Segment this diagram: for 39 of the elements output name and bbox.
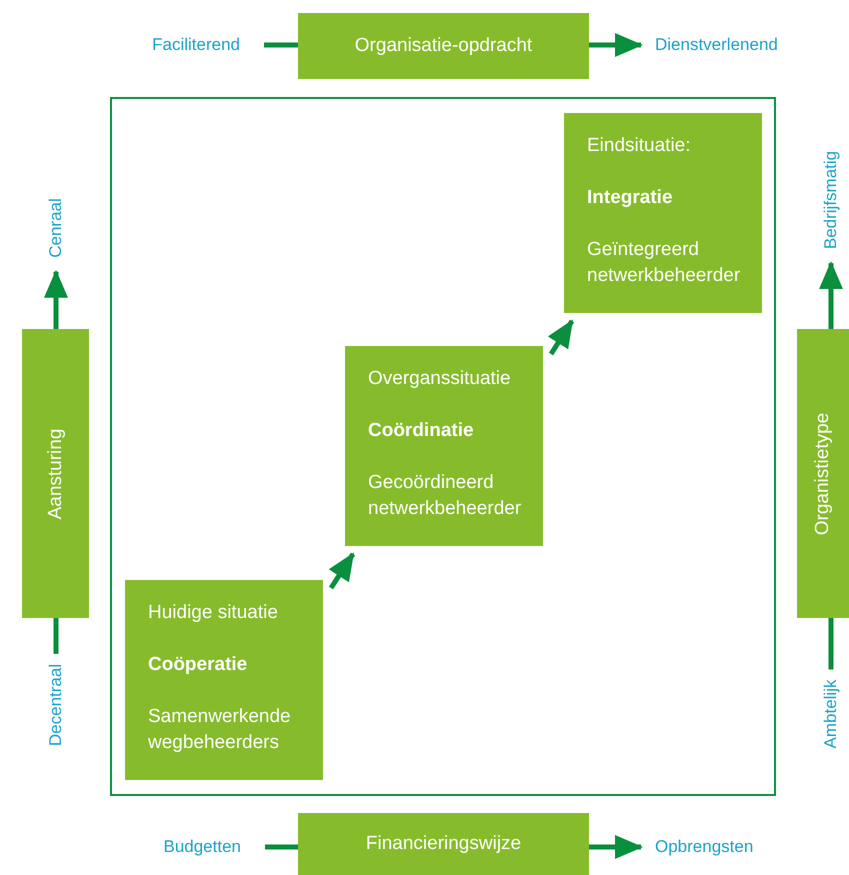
axis-label: Decentraal	[46, 664, 66, 746]
arrow	[548, 319, 574, 356]
title-box	[298, 813, 589, 875]
axis-label: Dienstverlenend	[655, 35, 778, 55]
stage-name: Coöperatie	[148, 653, 248, 677]
stage-text: Samenwerkende wegbeheerders	[148, 705, 292, 755]
stage-box	[125, 580, 323, 780]
arrow	[44, 270, 68, 329]
axis-label: Bedrijfsmatig	[821, 150, 841, 250]
title-box	[22, 329, 89, 618]
stage-text: Eindsituatie:	[587, 134, 692, 158]
title-box	[797, 329, 849, 618]
arrow	[819, 261, 843, 329]
axis-label: Opbrengsten	[655, 837, 754, 857]
title-box	[298, 13, 589, 79]
connector-line	[265, 844, 298, 850]
axis-label: Ambtelijk	[821, 680, 841, 748]
box-title: Organistietype	[812, 412, 834, 535]
stage-text: Gecoördineerd netwerkbeheerder	[368, 471, 522, 521]
stage-name: Coördinatie	[368, 419, 475, 443]
frame-border	[110, 97, 776, 796]
axis-label: Cenraal	[46, 198, 66, 258]
stage-name: Integratie	[587, 186, 674, 210]
connector-line	[264, 42, 298, 48]
stage-box	[564, 113, 762, 313]
arrow	[589, 835, 643, 859]
box-title: Organisatie-opdracht	[354, 35, 532, 57]
arrow	[328, 552, 356, 590]
stage-text: Huidige situatie	[148, 601, 279, 625]
arrow	[589, 33, 643, 57]
connector-line	[54, 618, 58, 654]
stage-text: Overganssituatie	[368, 367, 512, 391]
connector-line	[828, 618, 834, 670]
stage-box	[345, 346, 543, 546]
axis-label: Faciliterend	[152, 35, 240, 55]
box-title: Aansturing	[44, 428, 66, 519]
axis-label: Budgetten	[163, 837, 241, 857]
box-title: Financieringswijze	[366, 833, 522, 855]
stage-text: Geïntegreerd netwerkbeheerder	[587, 238, 742, 288]
